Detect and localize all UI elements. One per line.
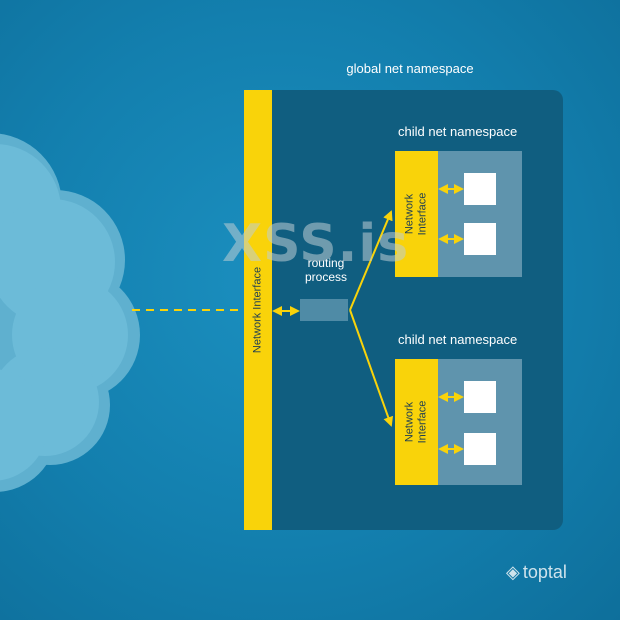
child-namespace-1 [438, 151, 522, 277]
routing-process-box [300, 299, 348, 321]
routing-label-line1: routing [307, 256, 345, 270]
child-network-interface-2: Network Interface [395, 359, 438, 485]
router-to-child2-arrow [349, 309, 394, 427]
app-box [464, 433, 496, 465]
child-network-interface-1: Network Interface [395, 151, 438, 277]
app-box [464, 223, 496, 255]
brand-logo: ◈toptal [506, 562, 567, 583]
main-network-interface: Network Interface [244, 90, 272, 530]
router-to-child1-arrow [349, 210, 393, 311]
app-box [464, 381, 496, 413]
toptal-logo-icon: ◈ [506, 562, 520, 582]
brand-text: toptal [522, 562, 567, 582]
watermark: XSS.is [222, 214, 410, 274]
routing-process-label: routing process [296, 256, 356, 284]
app-box [464, 173, 496, 205]
routing-label-line2: process [304, 270, 348, 284]
global-namespace-label: global net namespace [346, 61, 474, 76]
child-namespace-label-2: child net namespace [398, 332, 518, 347]
child-namespace-label-1: child net namespace [398, 124, 518, 139]
